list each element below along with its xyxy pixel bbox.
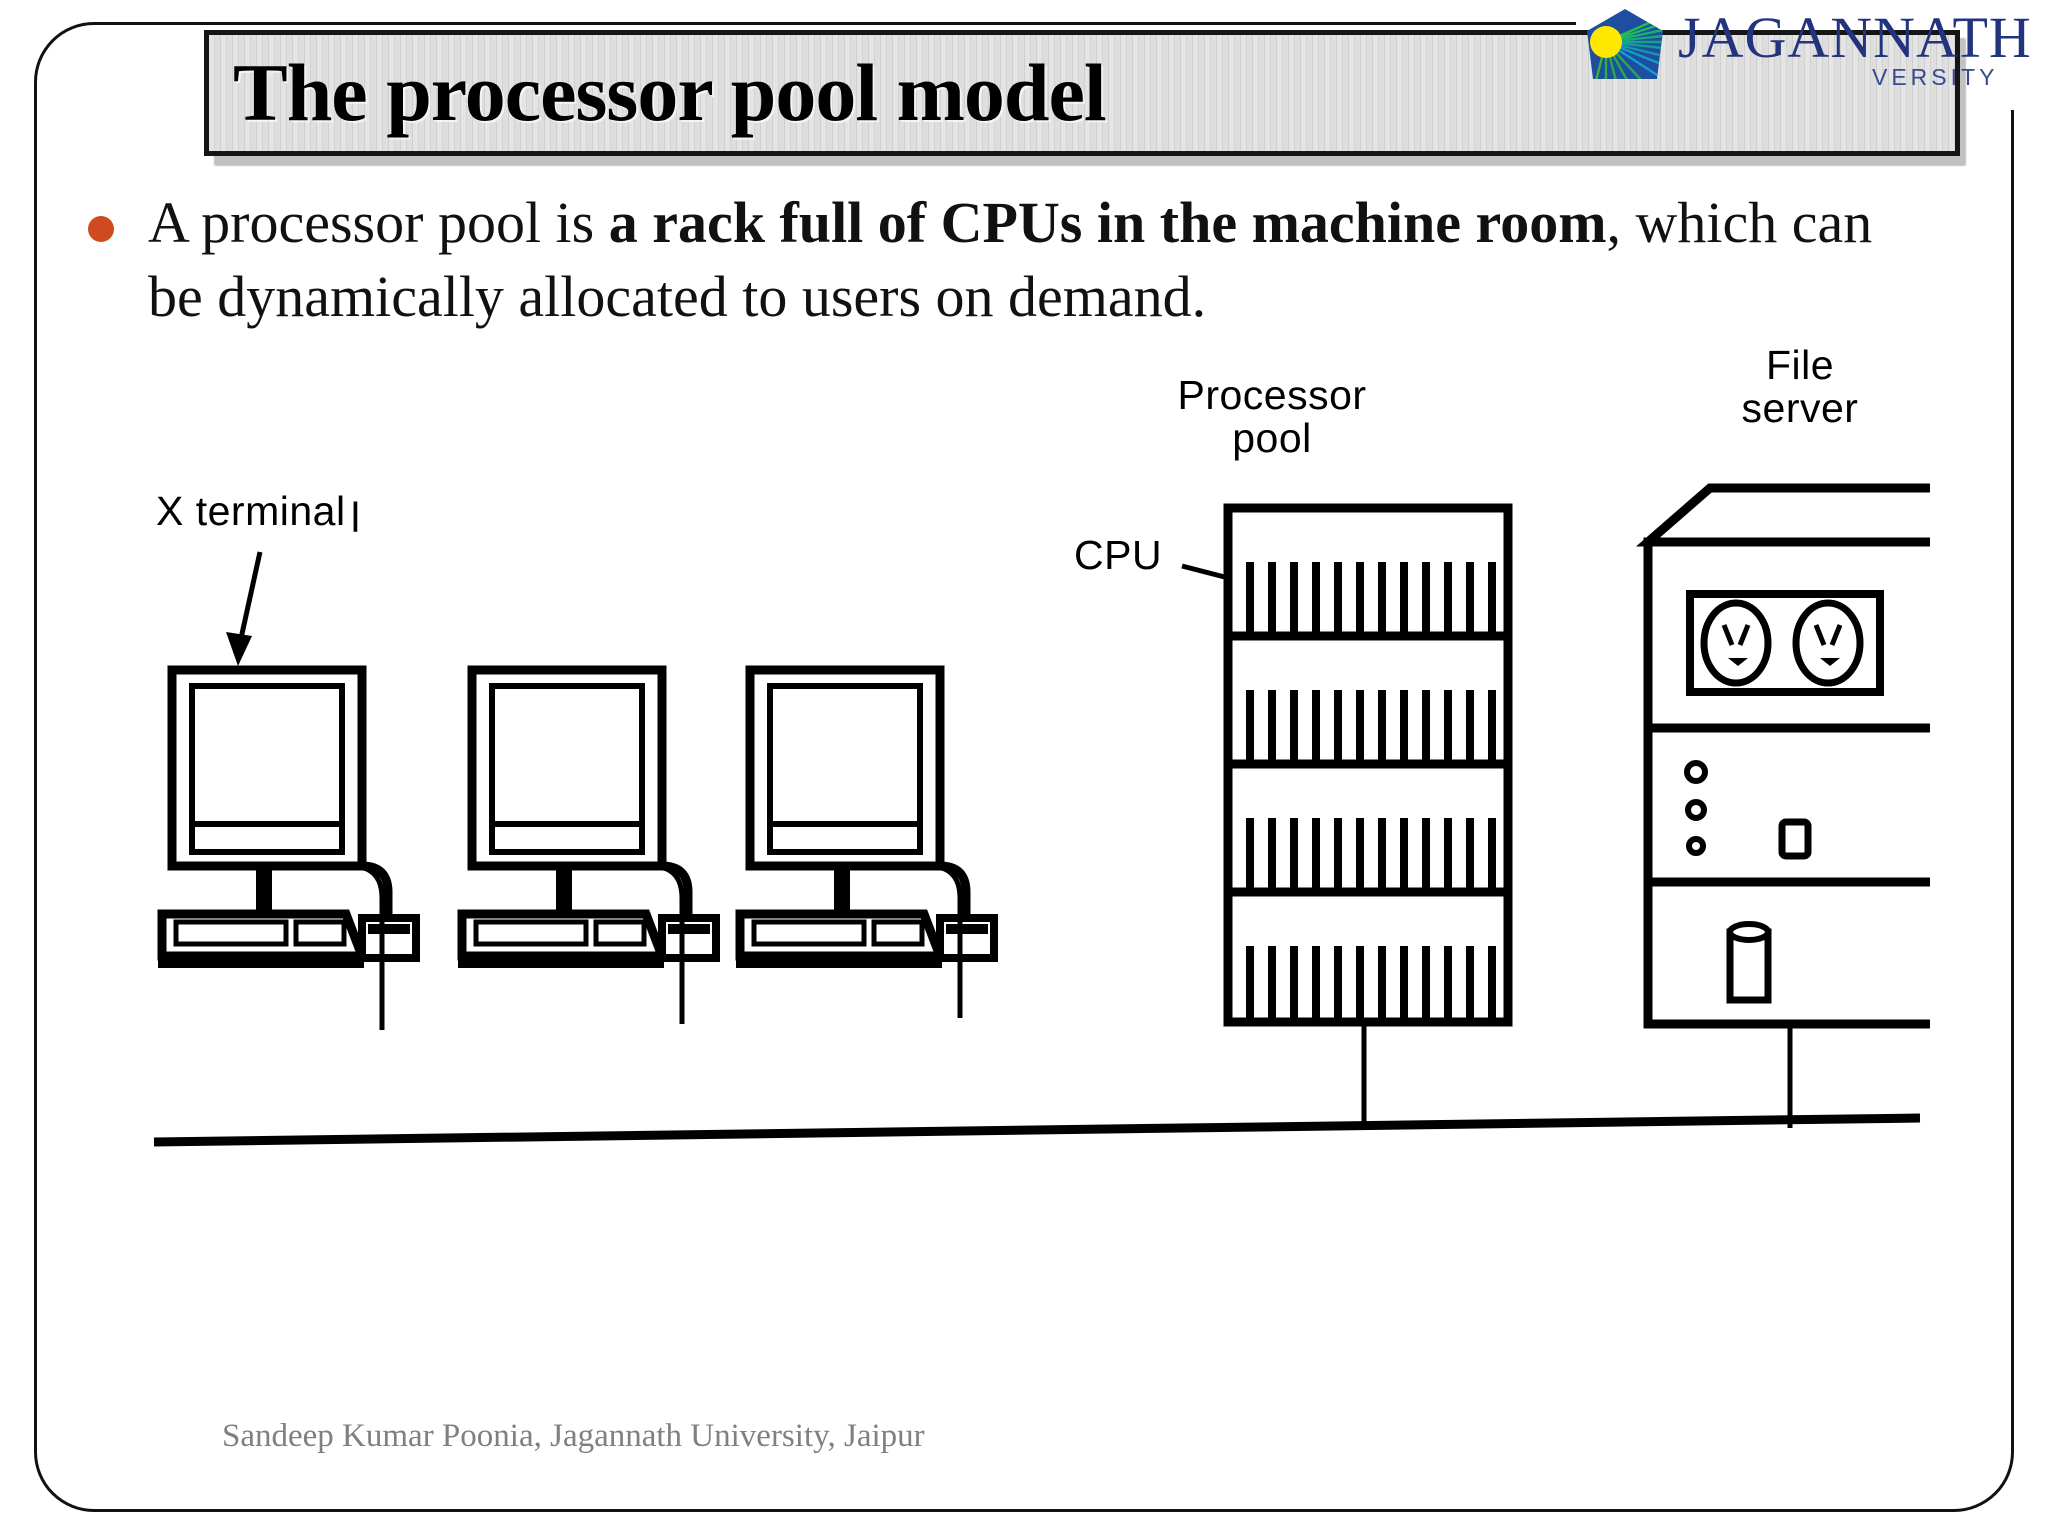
bullet-dot-icon [88, 216, 114, 242]
processor-pool-label: Processor pool [1162, 372, 1382, 462]
processor-pool-label-line1: Processor [1177, 372, 1367, 418]
brand-name: JAGANNATH [1678, 5, 2032, 70]
file-server-label-line2: server [1741, 385, 1859, 432]
bullet-text-part-3: , which can be dynamically allocated to … [148, 190, 1873, 330]
frame-gap-right [1990, 40, 2048, 110]
file-server [1635, 483, 1930, 1128]
processor-pool-diagram: X terminal [150, 343, 1930, 1400]
processor-pool-rack [1223, 503, 1513, 1032]
page-title: The processor pool model [233, 47, 1107, 138]
network-bus [153, 1113, 1921, 1147]
sun-burst-shield-icon [1582, 8, 1668, 84]
bullet-item-text: A processor pool is a rack full of CPUs … [148, 186, 1908, 334]
brand-subtitle: VERSITY [1872, 64, 1999, 90]
x-terminal-3 [735, 665, 998, 1018]
x-terminal-label: X terminal [156, 488, 352, 535]
cpu-label: CPU [1074, 532, 1169, 579]
bullet-list: A processor pool is a rack full of CPUs … [66, 186, 1926, 334]
x-terminal-2 [457, 665, 720, 1024]
file-server-label-line1: File [1765, 342, 1835, 388]
x-terminal-1 [157, 665, 420, 1030]
bullet-text-part-1: A processor pool is [148, 190, 609, 255]
slide-footer: Sandeep Kumar Poonia, Jagannath Universi… [222, 1418, 925, 1454]
title-plate: The processor pool model [204, 30, 1960, 156]
bullet-text-part-2: a rack full of CPUs in the machine room [608, 190, 1607, 255]
processor-pool-label-line2: pool [1232, 415, 1312, 462]
file-server-label: File server [1690, 342, 1910, 432]
brand-logo: JAGANNATH VERSITY [1582, 2, 2042, 94]
